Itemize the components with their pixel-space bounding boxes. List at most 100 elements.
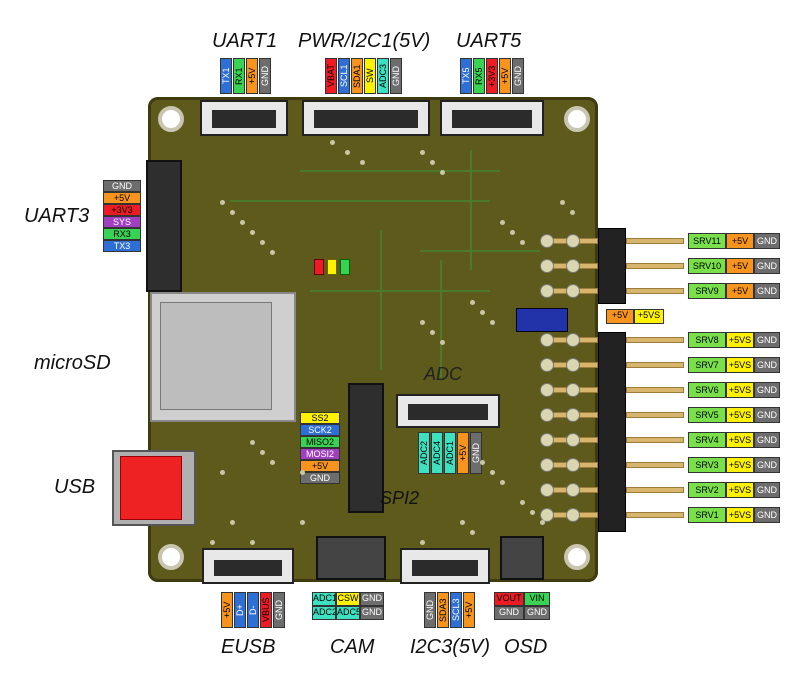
uart3-pins-label: +3V3 xyxy=(103,204,141,216)
servo-pin xyxy=(626,387,684,393)
servo-pin xyxy=(626,437,684,443)
pwr-i2c1-connector xyxy=(302,100,430,136)
pcb-via xyxy=(210,540,215,545)
eusb-connector xyxy=(202,548,294,584)
i2c3-connector xyxy=(400,548,490,584)
pcb-via xyxy=(430,160,435,165)
uart3-pins-label: SYS xyxy=(103,216,141,228)
pcb-via xyxy=(440,340,445,345)
microsd-slot-inner xyxy=(160,302,272,410)
servo-header-bottom xyxy=(598,332,626,532)
adc-pins-label: ADC2 xyxy=(418,432,430,474)
pcb-via xyxy=(220,470,225,475)
osd-rows-label: GND xyxy=(524,606,550,620)
i2c3-pins-label: SDA3 xyxy=(437,592,449,628)
servo-pad xyxy=(566,483,580,497)
pcb-trace xyxy=(310,290,490,292)
pcb-via xyxy=(360,160,365,165)
microsd-title: microSD xyxy=(34,352,111,374)
pcb-via xyxy=(260,450,265,455)
uart5-pins-label: TX5 xyxy=(460,58,472,94)
servo-signal-label: SRV3 xyxy=(688,457,726,473)
cam-rows-label: ADC2 xyxy=(312,606,336,620)
pwr-pins-label: GND xyxy=(390,58,402,94)
pcb-via xyxy=(300,520,305,525)
pcb-trace xyxy=(380,230,382,370)
spi2-pins-label: SCK2 xyxy=(300,424,340,436)
pwr-pins-label: ADC3 xyxy=(377,58,389,94)
servo-pin xyxy=(626,337,684,343)
pcb-trace xyxy=(440,260,442,380)
cam-rows-label: CSW xyxy=(336,592,360,606)
spi2-pins-label: GND xyxy=(300,472,340,484)
servo-signal-label: SRV4 xyxy=(688,432,726,448)
servo-power-jumper[interactable] xyxy=(516,308,568,332)
servo-gnd-label: GND xyxy=(754,258,780,274)
mount-hole-top-right xyxy=(564,106,590,132)
adc-title: ADC xyxy=(424,364,463,384)
pcb-via xyxy=(560,200,565,205)
pcb-via xyxy=(300,470,305,475)
servo-pin xyxy=(626,487,684,493)
servo-gnd-label: GND xyxy=(754,332,780,348)
servo-pin xyxy=(626,512,684,518)
servo-signal-label: SRV5 xyxy=(688,407,726,423)
servo-pad xyxy=(566,383,580,397)
cam-title: CAM xyxy=(330,636,375,658)
servo-gnd-label: GND xyxy=(754,407,780,423)
servo-pin xyxy=(626,362,684,368)
servo-pad xyxy=(540,408,554,422)
pcb-via xyxy=(250,440,255,445)
pwr-pins-label: SCL1 xyxy=(338,58,350,94)
cam-rows-label: ADC1 xyxy=(312,592,336,606)
i2c3-title: I2C3(5V) xyxy=(410,636,491,658)
spi2-pins-label: MOSI2 xyxy=(300,448,340,460)
pcb-via xyxy=(500,220,505,225)
pcb-via xyxy=(500,480,505,485)
adc-pins-label: ADC4 xyxy=(431,432,443,474)
pcb-via xyxy=(230,520,235,525)
pcb-via xyxy=(220,200,225,205)
uart3-connector xyxy=(146,160,182,292)
mount-hole-bottom-left xyxy=(158,544,184,570)
servo-signal-label: SRV8 xyxy=(688,332,726,348)
i2c3-pins-label: SCL3 xyxy=(450,592,462,628)
pcb-via xyxy=(510,230,515,235)
uart1-pins-label: GND xyxy=(259,58,271,94)
servo-pin xyxy=(626,238,684,244)
osd-rows-label: GND xyxy=(494,606,524,620)
servo-gnd-label: GND xyxy=(754,233,780,249)
servo-power-label: +5V xyxy=(726,258,754,274)
eusb-pins-label: VBUS xyxy=(260,592,272,628)
adc-connector xyxy=(396,394,500,428)
servo-pad xyxy=(566,333,580,347)
pcb-via xyxy=(570,210,575,215)
servo-pad xyxy=(566,234,580,248)
eusb-pins-label: +5V xyxy=(221,592,233,628)
pcb-via xyxy=(260,240,265,245)
osd-connector xyxy=(500,536,544,580)
mount-hole-bottom-right xyxy=(564,544,590,570)
servo-signal-label: SRV10 xyxy=(688,258,726,274)
pcb-trace xyxy=(470,150,472,270)
servo-pad xyxy=(566,458,580,472)
servo-power-label: +5V xyxy=(726,233,754,249)
pcb-trace xyxy=(300,170,500,172)
uart3-pins-label: +5V xyxy=(103,192,141,204)
uart1-pins-label: TX1 xyxy=(220,58,232,94)
spi2-title: SPI2 xyxy=(380,488,420,508)
spi2-connector xyxy=(348,383,384,513)
servo-pad xyxy=(540,383,554,397)
uart5-pins-label: +5V xyxy=(499,58,511,94)
servo-pad xyxy=(540,259,554,273)
servo-gnd-label: GND xyxy=(754,382,780,398)
servo-pad xyxy=(540,333,554,347)
servo-pad xyxy=(566,284,580,298)
servo-pad xyxy=(566,508,580,522)
servo-power-label: +5VS xyxy=(726,457,754,473)
mount-hole-top-left xyxy=(158,106,184,132)
jumper-label-5v: +5V xyxy=(606,309,634,324)
pcb-via xyxy=(420,320,425,325)
pcb-via xyxy=(520,500,525,505)
servo-power-label: +5VS xyxy=(726,332,754,348)
